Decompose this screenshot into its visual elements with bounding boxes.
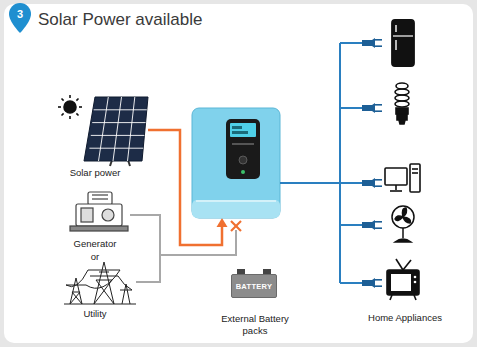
callout-number: 3 — [14, 8, 26, 21]
grid-wire — [130, 215, 236, 282]
group-label: Home Appliances — [350, 312, 460, 324]
plugs — [362, 38, 382, 288]
node-label: Generator — [50, 238, 140, 250]
computer-icon — [385, 164, 420, 192]
node-label: Solar power — [50, 167, 140, 179]
location-pin — [9, 3, 31, 33]
fan-icon — [392, 206, 414, 242]
utility-pylons — [64, 262, 136, 304]
battery-box: BATTERYExternal Battery packs — [231, 274, 277, 298]
inverter-unit — [192, 108, 280, 218]
connector-word: or — [80, 251, 110, 263]
sun-icon — [58, 95, 82, 119]
fridge-icon — [392, 20, 414, 66]
node-label: Home Appliances — [350, 312, 460, 324]
bulb-icon — [395, 83, 409, 124]
generator-icon — [70, 192, 128, 231]
battery-text: BATTERY — [236, 282, 273, 291]
solar-panel — [84, 97, 148, 166]
blocked-mark — [231, 221, 241, 231]
node-caption: External Battery packs — [219, 313, 291, 337]
source-label: Solar power — [50, 167, 140, 179]
tv-icon — [387, 259, 419, 300]
source-label: Generator — [50, 238, 140, 250]
output-wiring — [280, 43, 362, 283]
node-label: Utility — [50, 308, 140, 320]
source-label: Utility — [50, 308, 140, 320]
diagram-title: Solar Power available — [38, 10, 202, 30]
